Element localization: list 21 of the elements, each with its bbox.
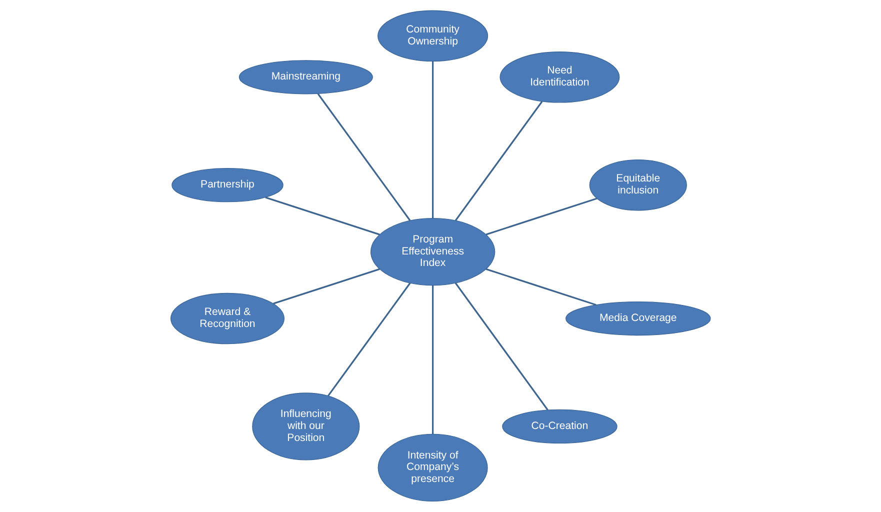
node-ellipse: Program Effectiveness Index xyxy=(370,218,496,286)
node-ellipse: Need Identification xyxy=(500,52,620,103)
connector xyxy=(486,198,598,236)
connector xyxy=(454,100,543,222)
connector xyxy=(265,196,380,236)
connector xyxy=(486,268,596,306)
connector xyxy=(317,93,411,222)
connector xyxy=(454,282,548,410)
node-ellipse: Partnership xyxy=(172,168,284,202)
node-ellipse: Community Ownership xyxy=(378,10,488,62)
connector xyxy=(432,61,434,218)
node-ellipse: Media Coverage xyxy=(566,301,711,336)
node-ellipse: Influencing with our Position xyxy=(252,392,360,460)
node-ellipse: Intensity of Company’s presence xyxy=(378,434,488,502)
connector xyxy=(432,286,434,434)
connector xyxy=(328,282,411,396)
node-ellipse: Reward & Recognition xyxy=(170,292,284,344)
node-ellipse: Mainstreaming xyxy=(238,60,373,94)
node-ellipse: Equitable inclusion xyxy=(589,159,687,211)
connector xyxy=(273,268,380,304)
node-ellipse: Co-Creation xyxy=(502,409,618,444)
